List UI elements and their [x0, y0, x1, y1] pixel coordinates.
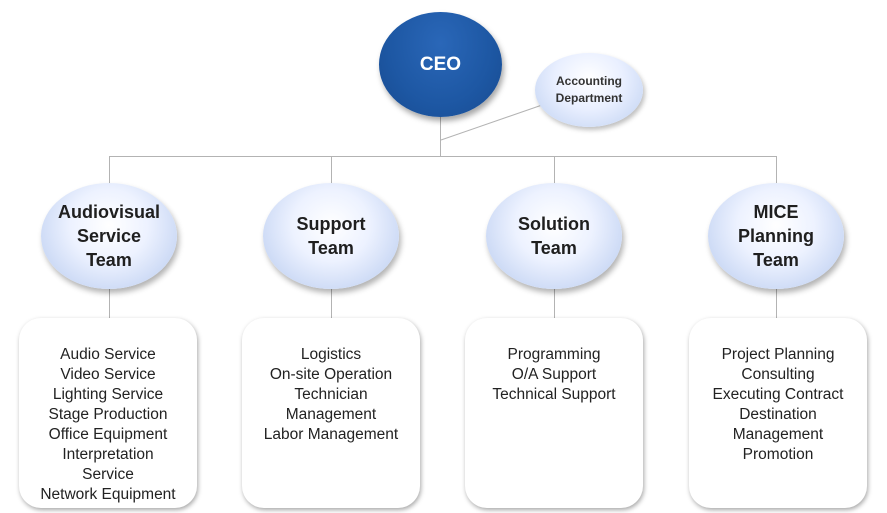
duties-box-solution: Programming O/A Support Technical Suppor…: [465, 318, 643, 508]
team-label-solution: Solution Team: [518, 214, 590, 258]
team-node-audiovisual: Audiovisual Service Team: [41, 183, 177, 289]
accounting-department-node: Accounting Department: [535, 53, 643, 127]
duties-box-support: Logistics On-site Operation Technician M…: [242, 318, 420, 508]
ceo-label: CEO: [419, 53, 462, 75]
duties-list-audiovisual: Audio Service Video Service Lighting Ser…: [40, 346, 176, 503]
team-node-mice: MICE Planning Team: [708, 183, 844, 289]
accounting-label: Accounting Department: [555, 74, 623, 105]
team-label-audiovisual: Audiovisual Service Team: [57, 202, 160, 270]
accounting-branch-line: [440, 103, 546, 141]
duties-list-support: Logistics On-site Operation Technician M…: [263, 346, 399, 443]
team-label-support: Support Team: [296, 214, 366, 258]
duties-list-mice: Project Planning Consulting Executing Co…: [712, 346, 844, 463]
duties-box-audiovisual: Audio Service Video Service Lighting Ser…: [19, 318, 197, 508]
team-node-solution: Solution Team: [486, 183, 622, 289]
team-label-mice: MICE Planning Team: [738, 202, 814, 270]
duties-box-mice: Project Planning Consulting Executing Co…: [689, 318, 867, 508]
ceo-node: CEO: [379, 12, 502, 117]
team-node-support: Support Team: [263, 183, 399, 289]
duties-list-solution: Programming O/A Support Technical Suppor…: [492, 346, 616, 403]
